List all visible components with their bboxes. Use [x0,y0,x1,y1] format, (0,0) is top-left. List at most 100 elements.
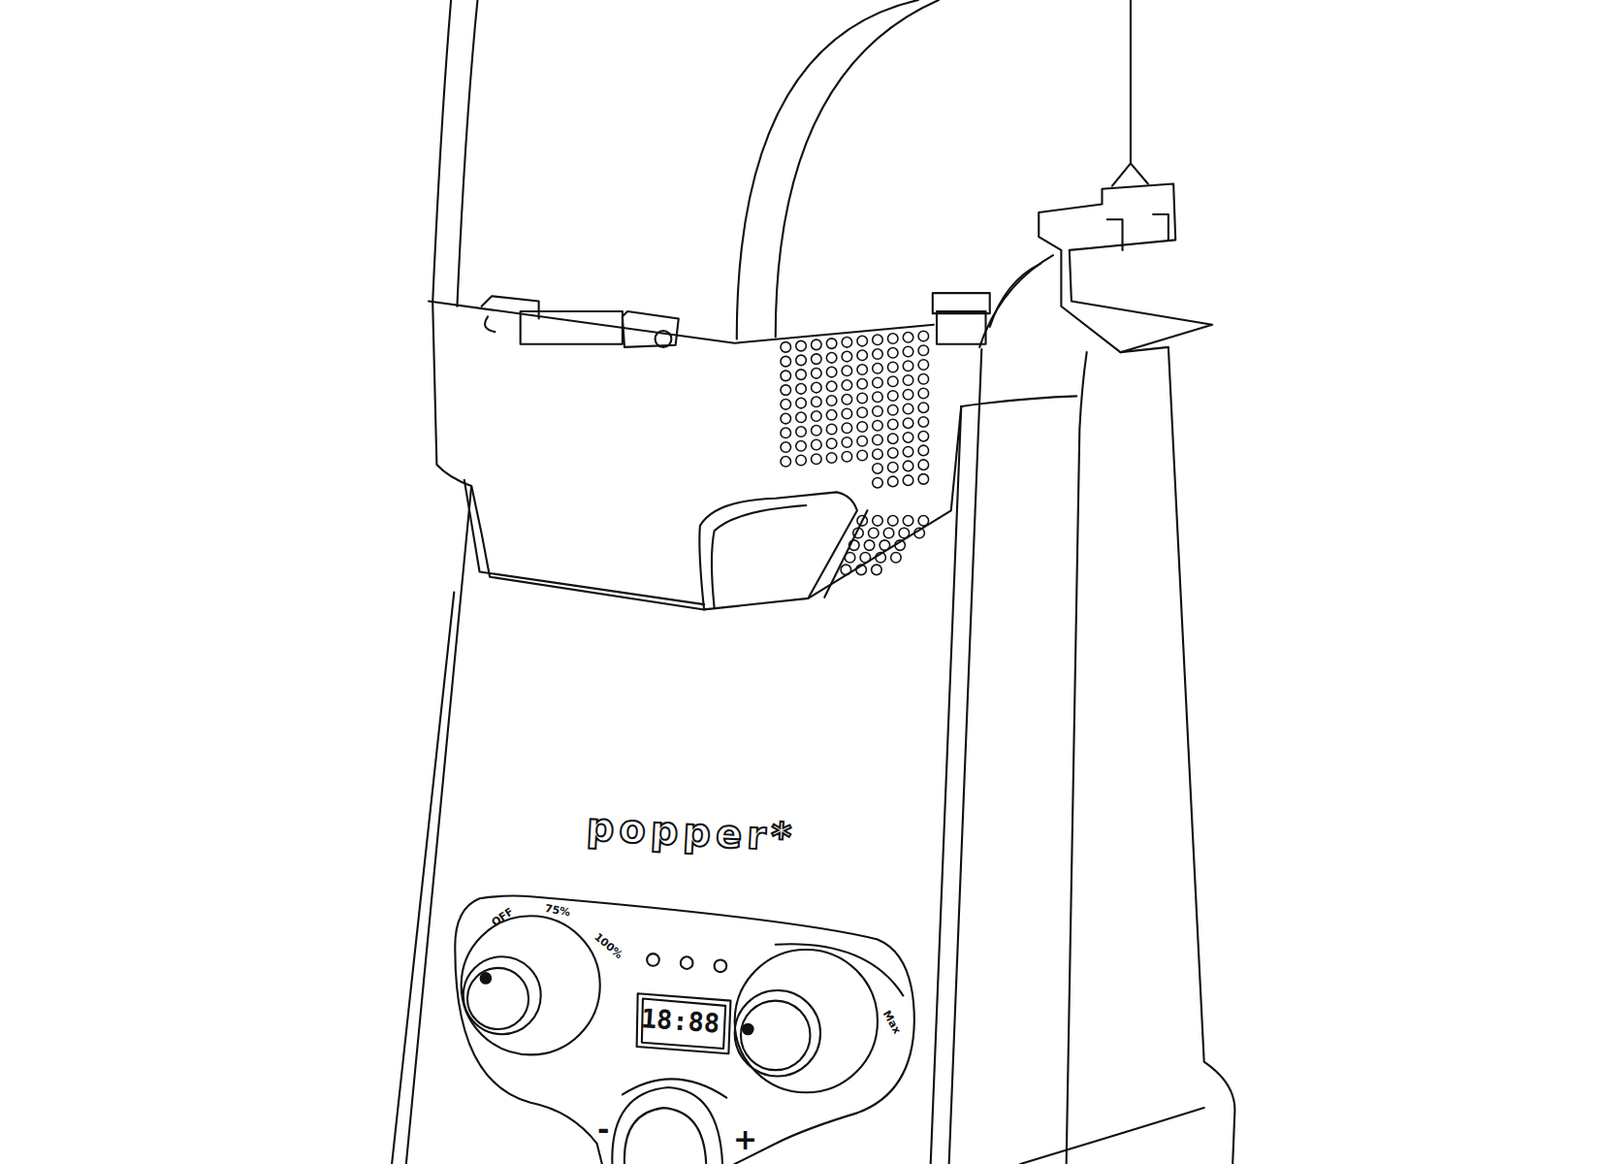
vent-hole [860,551,871,563]
vent-hole [796,426,807,438]
vent-hole [887,515,898,527]
vent-hole [849,540,861,551]
vent-hole [872,419,884,431]
vent-hole [875,551,887,563]
vent-hole [796,354,807,366]
vent-hole [868,527,880,539]
vent-hole [857,449,868,461]
vent-hole [857,407,868,418]
dial-mark: + [733,1124,758,1154]
vent-hole [872,463,884,475]
vent-hole [826,366,837,378]
vent-hole [902,446,914,457]
vent-hole [811,353,823,365]
vent-hole [887,390,898,402]
vent-hole [857,350,868,361]
vent-hole [872,448,884,460]
vent-hole [844,551,856,563]
vent-hole [918,416,929,428]
vent-hole [780,442,792,453]
vent-hole [918,402,929,414]
dial-mark: OFF [489,905,515,928]
vent-hole [887,461,898,473]
vent-hole [879,540,891,551]
vent-hole [887,418,898,430]
vent-hole [780,370,792,382]
vent-hole [811,396,823,408]
vent-hole [796,454,807,466]
vent-hole [780,342,792,353]
vent-hole [826,410,837,421]
vent-hole [853,527,864,539]
vent-hole [856,564,867,576]
vent-hole [887,333,898,345]
vent-hole [841,437,853,448]
dial-mark: Max [880,1008,902,1036]
vent-hole [857,379,868,390]
vent-hole [914,527,926,539]
vent-hole [857,335,868,347]
vent-hole [872,391,884,403]
vent-hole [796,340,807,352]
vent-hole [841,351,853,362]
vent-hole [902,375,914,386]
vent-hole [918,459,929,471]
vent-hole [826,381,837,392]
vent-hole [902,432,914,444]
vent-hole [841,422,853,434]
vent-hole [902,346,914,357]
vent-hole [864,540,875,551]
vent-hole [871,564,883,576]
vent-hole [841,365,853,377]
vent-hole [857,421,868,433]
vent-hole [887,361,898,373]
vent-hole [780,413,792,424]
vent-hole [826,395,837,407]
vent-hole [826,423,837,435]
vent-hole [918,515,929,527]
vent-hole [780,456,792,468]
dial-mark: - [597,1115,609,1145]
vent-hole [811,453,823,465]
vent-hole [887,348,898,359]
vent-hole [826,338,837,350]
brand-name: popper* [585,806,798,857]
vent-hole [872,477,884,488]
vent-hole [840,564,852,576]
vent-hole [887,476,898,487]
vent-hole [857,364,868,376]
vent-hole [887,376,898,387]
vent-hole [826,452,837,464]
vent-hole [811,411,823,422]
vent-hole [902,360,914,372]
vent-hole [902,475,914,486]
vent-hole [872,406,884,417]
vent-hole [918,359,929,371]
dial-mark: 100% [592,930,625,960]
vent-hole [780,384,792,396]
vent-hole [872,334,884,346]
vent-hole [898,527,910,539]
vent-hole [883,527,895,539]
vent-hole [872,363,884,375]
vent-hole [796,441,807,452]
vent-hole [841,408,853,419]
vent-hole [918,330,929,342]
vent-hole [891,551,902,563]
vent-hole [826,438,837,449]
vent-hole [872,515,884,527]
vent-hole [887,433,898,445]
vent-hole [780,355,792,367]
vent-hole [918,387,929,399]
vent-hole [841,380,853,391]
vent-hole [918,345,929,356]
vent-hole [918,445,929,456]
dial-mark: 75% [544,902,572,918]
vent-hole [902,332,914,344]
vent-hole [902,403,914,415]
vent-hole [811,382,823,393]
vent-hole [902,388,914,400]
vent-hole [826,352,837,364]
vent-hole [857,515,868,527]
